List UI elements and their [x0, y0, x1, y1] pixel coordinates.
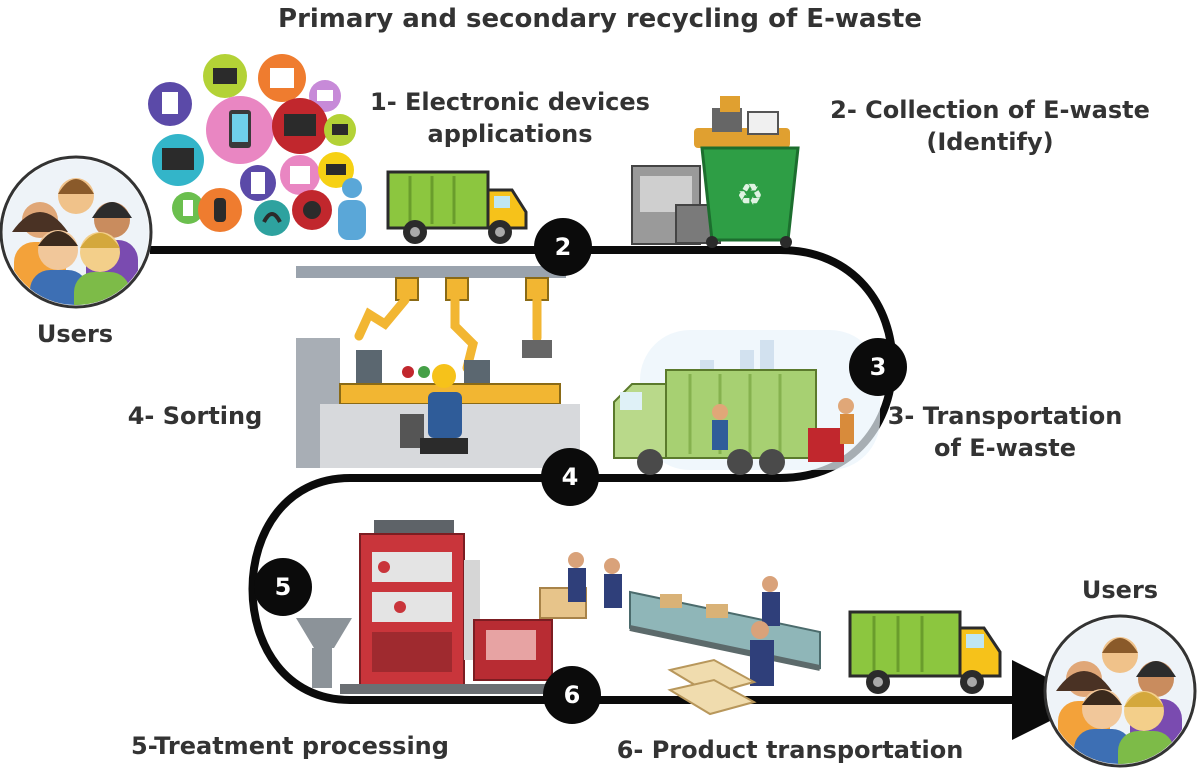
svg-text:♻: ♻	[737, 178, 764, 213]
step3-line2: of E-waste	[933, 434, 1077, 463]
treatment-machine-icon	[296, 520, 560, 694]
electronic-devices-cluster-icon	[148, 54, 366, 240]
step-marker-6: 6	[543, 666, 601, 724]
step2-label: 2- Collection of E-waste (Identify)	[810, 94, 1170, 159]
step3-line1: 3- Transportation	[887, 402, 1123, 430]
users-start-label: Users	[36, 320, 114, 348]
robotic-sorting-line-icon	[296, 266, 580, 468]
step-marker-5: 5	[254, 558, 312, 616]
step6-label: 6- Product transportation	[616, 736, 964, 764]
step4-label: 4- Sorting	[127, 402, 263, 430]
garbage-truck-bottom-icon	[848, 610, 1002, 694]
garbage-truck-right-icon	[613, 330, 880, 475]
step2-line1: 2- Collection of E-waste	[830, 96, 1150, 124]
users-end-label: Users	[1081, 576, 1159, 604]
step-marker-4: 4	[541, 448, 599, 506]
diagram-title: Primary and secondary recycling of E-was…	[278, 4, 922, 34]
step1-line2: applications	[427, 120, 593, 149]
step1-label: 1- Electronic devices applications	[370, 86, 650, 151]
users-start-icon	[0, 155, 153, 309]
garbage-truck-top-icon	[386, 170, 528, 244]
step-marker-2: 2	[534, 218, 592, 276]
step-marker-3: 3	[849, 338, 907, 396]
recycling-bin-icon: ♻	[631, 96, 800, 248]
process-path	[150, 246, 1092, 740]
conveyor-workers-icon	[539, 552, 821, 716]
step1-line1: 1- Electronic devices	[370, 88, 650, 116]
users-end-icon	[1043, 614, 1197, 768]
step5-label: 5-Treatment processing	[131, 732, 449, 760]
step3-label: 3- Transportation of E-waste	[880, 400, 1130, 465]
step2-line2: (Identify)	[926, 128, 1054, 157]
